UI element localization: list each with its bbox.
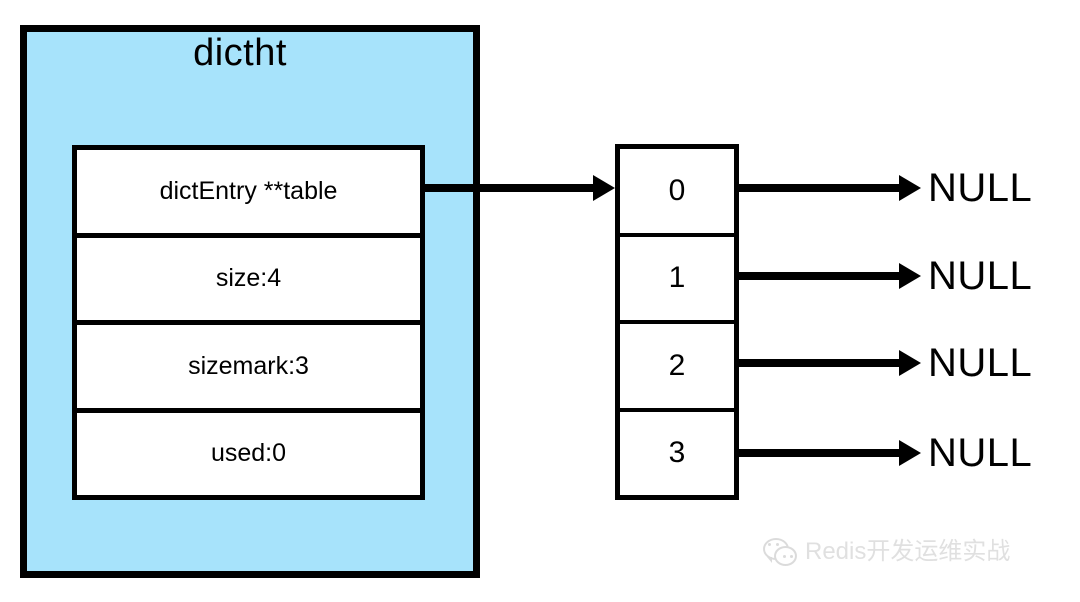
bucket-index-2: 2 (668, 348, 686, 382)
dictht-field-table: dictEntry **table size:4 sizemark:3 used… (72, 145, 425, 500)
field-label-used: used:0 (210, 439, 287, 468)
wechat-eye-dot (776, 543, 779, 546)
field-label-size: size:4 (215, 264, 282, 293)
arrow-shaft (739, 449, 901, 457)
null-label-0: NULL (928, 166, 1033, 210)
field-row-size: size:4 (77, 237, 420, 325)
null-label-3: NULL (928, 431, 1033, 475)
arrow-shaft (739, 184, 901, 192)
bucket-index-1: 1 (668, 261, 686, 295)
field-label-sizemark: sizemark:3 (188, 351, 309, 380)
wechat-eye-dot (790, 555, 793, 558)
arrow-shaft (425, 184, 595, 192)
bucket-cell-0: 0 (620, 149, 734, 237)
arrow-head (899, 175, 921, 201)
arrow-head (899, 350, 921, 376)
field-row-sizemark: sizemark:3 (77, 325, 420, 413)
arrow-head (593, 175, 615, 201)
null-label-1: NULL (928, 254, 1033, 298)
arrow-shaft (739, 272, 901, 280)
arrow-shaft (739, 359, 901, 367)
bucket-cell-1: 1 (620, 237, 734, 324)
field-row-table: dictEntry **table (77, 150, 420, 238)
bucket-index-0: 0 (668, 173, 686, 207)
field-label-table: dictEntry **table (159, 176, 338, 205)
wechat-bubble-small (774, 546, 797, 566)
bucket-index-3: 3 (668, 436, 686, 470)
arrow-head (899, 263, 921, 289)
field-row-used: used:0 (77, 412, 420, 495)
watermark-text: Redis开发运维实战 (805, 538, 1011, 565)
wechat-icon (763, 538, 797, 566)
dictht-title: dictht (193, 32, 287, 74)
bucket-cell-3: 3 (620, 412, 734, 496)
bucket-array: 0 1 2 3 (615, 144, 739, 500)
watermark: Redis开发运维实战 (763, 538, 1010, 566)
arrow-head (899, 440, 921, 466)
null-label-2: NULL (928, 341, 1033, 385)
wechat-eye-dot (768, 543, 771, 546)
wechat-eye-dot (783, 555, 786, 558)
bucket-cell-2: 2 (620, 324, 734, 412)
